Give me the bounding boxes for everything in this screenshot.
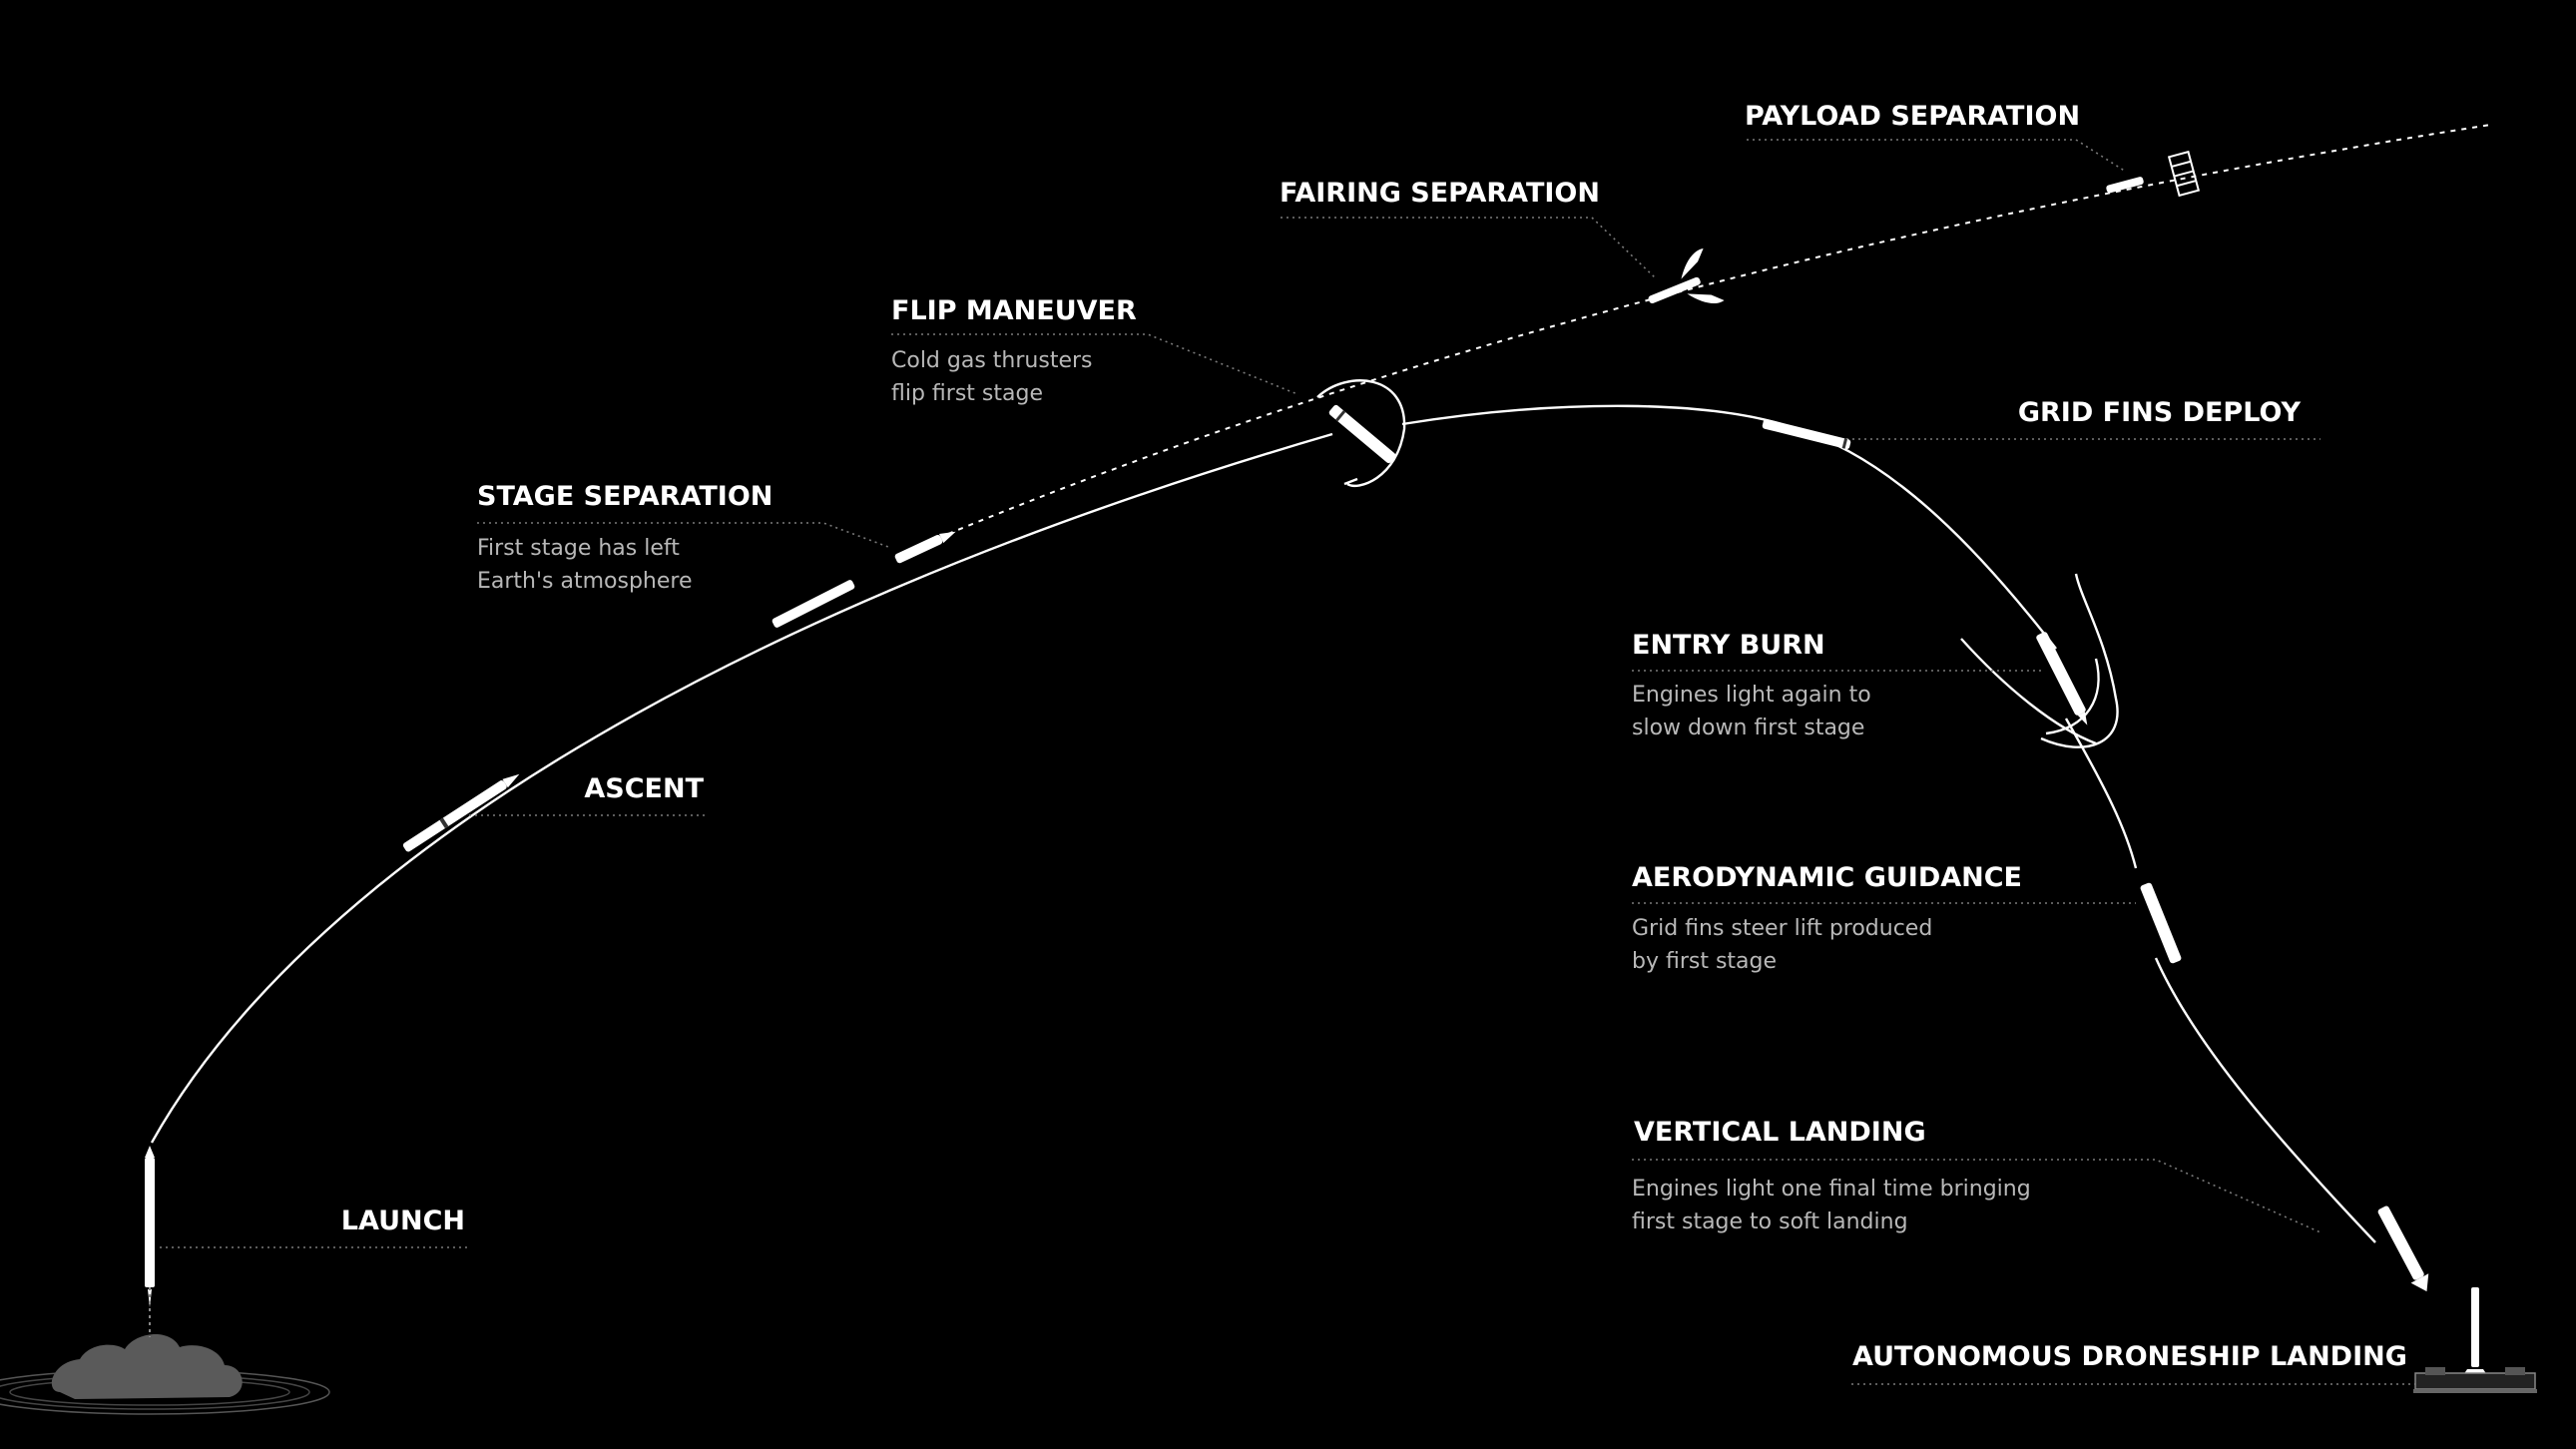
stage-separation-title: STAGE SEPARATION bbox=[477, 481, 773, 512]
fairing-icon bbox=[1648, 248, 1725, 304]
launch-smoke-icon bbox=[0, 1334, 330, 1415]
upper-stage-icon bbox=[894, 531, 956, 564]
vertical-landing-desc-2: first stage to soft landing bbox=[1632, 1209, 1908, 1234]
entry-burn-desc-2: slow down first stage bbox=[1632, 716, 1864, 740]
return-trajectory-top bbox=[1401, 404, 2057, 650]
droneship-landing-title: AUTONOMOUS DRONESHIP LANDING bbox=[1852, 1341, 2407, 1372]
vertical-landing-title: VERTICAL LANDING bbox=[1634, 1117, 1926, 1148]
vertical-landing-desc-1: Engines light one final time bringing bbox=[1632, 1177, 2031, 1202]
ascent-trajectory bbox=[150, 432, 1333, 1144]
ascent-title: ASCENT bbox=[584, 773, 704, 804]
flip-maneuver-desc-1: Cold gas thrusters bbox=[891, 348, 1092, 373]
flip-rocket-icon bbox=[1328, 404, 1396, 464]
launch-rocket-icon bbox=[145, 1146, 155, 1337]
entry-burn-title: ENTRY BURN bbox=[1632, 630, 1825, 661]
entry-burn-rocket-icon bbox=[2036, 632, 2088, 725]
return-trajectory-guidance bbox=[2154, 957, 2376, 1243]
ascent-rocket-icon bbox=[402, 773, 520, 852]
leader-fairing bbox=[1281, 217, 1658, 280]
entry-plume-icon bbox=[2045, 658, 2100, 735]
return-trajectory-entry bbox=[2064, 718, 2138, 869]
aero-guidance-rocket-icon bbox=[2140, 882, 2182, 964]
flip-maneuver-desc-2: flip first stage bbox=[891, 381, 1043, 406]
aerodynamic-guidance-title: AERODYNAMIC GUIDANCE bbox=[1632, 862, 2022, 893]
fairing-separation-title: FAIRING SEPARATION bbox=[1280, 178, 1600, 209]
grid-fins-rocket-icon bbox=[1762, 418, 1851, 450]
flip-arc-tail-icon bbox=[1343, 477, 1358, 486]
stage-rocket-icon bbox=[772, 580, 855, 628]
aerodynamic-guidance-desc-2: by first stage bbox=[1632, 949, 1777, 974]
leader-vertical bbox=[1632, 1159, 2321, 1233]
droneship-icon bbox=[2413, 1287, 2537, 1393]
stage-separation-desc-1: First stage has left bbox=[477, 536, 680, 561]
leader-flip bbox=[891, 333, 1298, 395]
entry-burn-desc-1: Engines light again to bbox=[1632, 683, 1871, 708]
leader-payload bbox=[1747, 139, 2127, 173]
grid-fins-deploy-title: GRID FINS DEPLOY bbox=[2018, 397, 2302, 428]
entry-plume-icon bbox=[2040, 573, 2119, 748]
upper-stage-trajectory bbox=[947, 124, 2491, 535]
aerodynamic-guidance-desc-1: Grid fins steer lift produced bbox=[1632, 916, 1932, 941]
satellite-icon bbox=[2106, 177, 2144, 194]
entry-plume-icon bbox=[1960, 638, 2097, 745]
flip-arc-icon bbox=[1316, 379, 1406, 488]
stage-separation-desc-2: Earth's atmosphere bbox=[477, 569, 693, 594]
flip-maneuver-title: FLIP MANEUVER bbox=[891, 295, 1137, 326]
landing-rocket-icon bbox=[2377, 1206, 2429, 1292]
satellite-icon bbox=[2167, 150, 2201, 198]
payload-separation-title: PAYLOAD SEPARATION bbox=[1745, 101, 2080, 132]
leader-stage bbox=[477, 522, 889, 548]
launch-title: LAUNCH bbox=[341, 1206, 465, 1236]
